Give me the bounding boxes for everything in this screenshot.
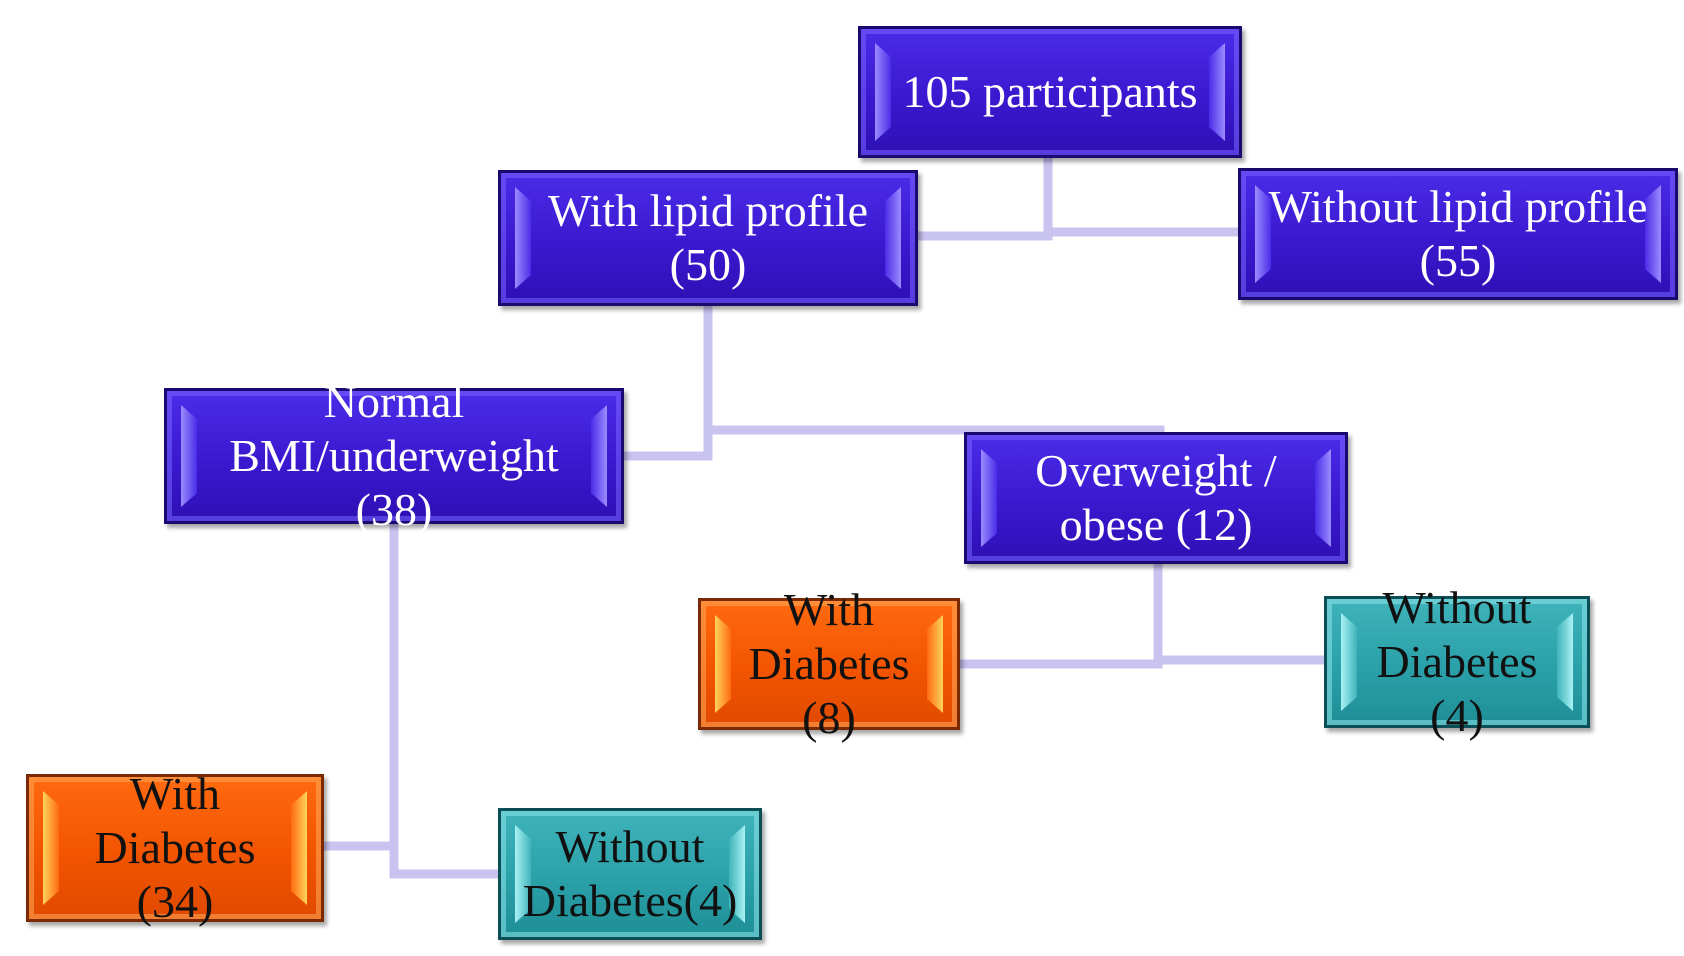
node-normal-with-diabetes: With Diabetes (34) — [26, 768, 324, 927]
node-overweight-with-diabetes: With Diabetes (8) — [698, 584, 960, 743]
connector-bmi-branch — [619, 425, 1165, 461]
connector-overweight-branch — [955, 655, 1329, 669]
node-with-lipid-profile: With lipid profile (50) — [498, 170, 918, 306]
node-label: With Diabetes (34) — [94, 767, 256, 928]
node-label: 105 participants — [902, 65, 1198, 117]
node-105-participants: 105 participants — [858, 26, 1242, 158]
node-label: Without Diabetes (4) — [1376, 581, 1538, 742]
node-label: With Diabetes (8) — [748, 583, 910, 744]
node-label: With lipid profile (50) — [547, 184, 869, 290]
connector-lipid-branch — [913, 227, 1243, 241]
node-label: Without lipid profile (55) — [1268, 180, 1648, 286]
connector-normal-branch — [319, 841, 503, 879]
node-label: Overweight / obese (12) — [1035, 444, 1277, 550]
node-label: Without Diabetes(4) — [522, 820, 738, 926]
node-without-lipid-profile: Without lipid profile (55) — [1238, 168, 1678, 300]
node-normal-without-diabetes: Without Diabetes(4) — [498, 808, 762, 940]
node-overweight-obese: Overweight / obese (12) — [964, 432, 1348, 564]
node-normal-bmi-underweight: Normal BMI/underweight (38) — [164, 376, 624, 535]
node-overweight-without-diabetes: Without Diabetes (4) — [1324, 582, 1590, 741]
node-label: Normal BMI/underweight (38) — [229, 375, 559, 536]
